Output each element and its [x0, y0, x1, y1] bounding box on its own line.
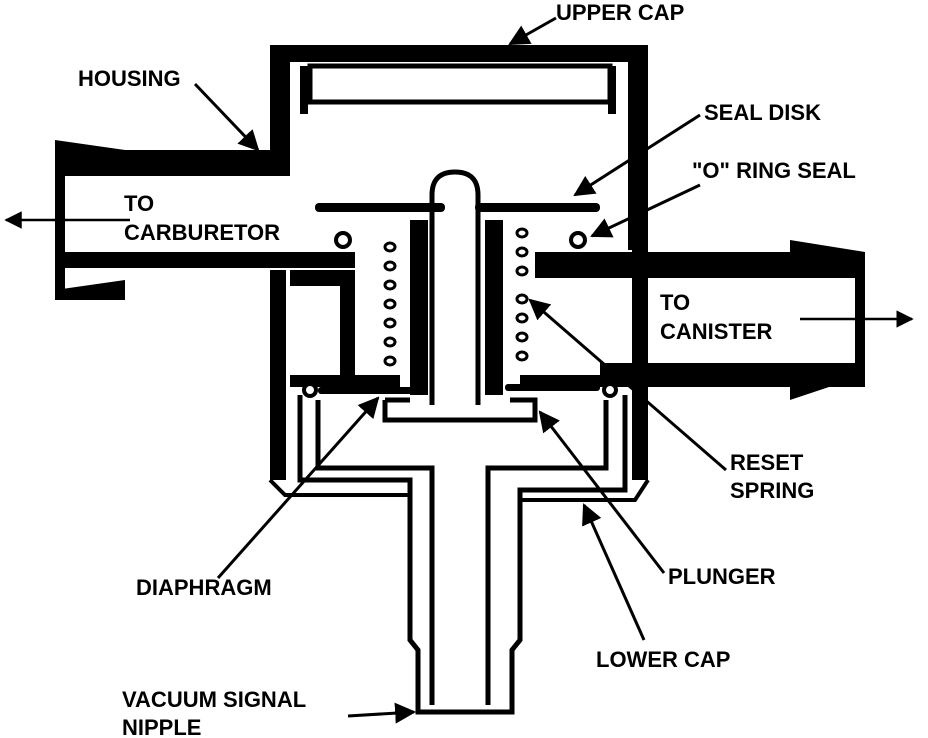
plunger-guide — [410, 220, 503, 395]
seal-disk — [315, 203, 600, 212]
lower-cap — [268, 395, 650, 715]
label-upper-cap: UPPER CAP — [556, 0, 684, 25]
o-ring-seals — [302, 231, 618, 398]
label-vacuum-1: VACUUM SIGNAL — [122, 687, 306, 712]
housing-left-inlet — [55, 140, 355, 300]
label-diaphragm: DIAPHRAGM — [136, 575, 272, 600]
label-o-ring-seal: "O" RING SEAL — [692, 158, 856, 183]
reset-spring-left — [383, 241, 397, 367]
label-seal-disk: SEAL DISK — [704, 100, 821, 125]
label-housing: HOUSING — [78, 66, 181, 91]
leader-lines — [193, 16, 727, 724]
o-ring-leader — [590, 183, 701, 238]
vacuum-nipple-leader — [347, 702, 417, 724]
housing-body — [270, 250, 648, 480]
diaphragm — [318, 384, 600, 394]
label-vacuum-2: NIPPLE — [122, 715, 201, 738]
flow-arrows — [4, 211, 914, 328]
upper-cap — [270, 45, 648, 250]
lower-cap-leader — [582, 503, 646, 641]
plunger — [382, 169, 538, 423]
upper-cap-leader — [508, 16, 557, 46]
label-lower-cap: LOWER CAP — [596, 647, 730, 672]
label-plunger: PLUNGER — [668, 564, 776, 589]
labels: UPPER CAP HOUSING SEAL DISK "O" RING SEA… — [78, 0, 856, 738]
reset-spring-right — [515, 227, 529, 362]
diaphragm-leader — [216, 396, 380, 579]
label-to-canister-2: CANISTER — [660, 319, 773, 344]
label-reset-spring-2: SPRING — [730, 478, 814, 503]
label-to-carb-1: TO — [124, 191, 154, 216]
label-to-canister-1: TO — [660, 290, 690, 315]
reset-spring-leader — [528, 298, 727, 472]
seal-disk-leader — [573, 113, 701, 197]
label-to-carb-2: CARBURETOR — [124, 220, 280, 245]
label-reset-spring-1: RESET — [730, 450, 804, 475]
plunger-leader — [538, 410, 666, 574]
housing-leader — [193, 82, 260, 152]
